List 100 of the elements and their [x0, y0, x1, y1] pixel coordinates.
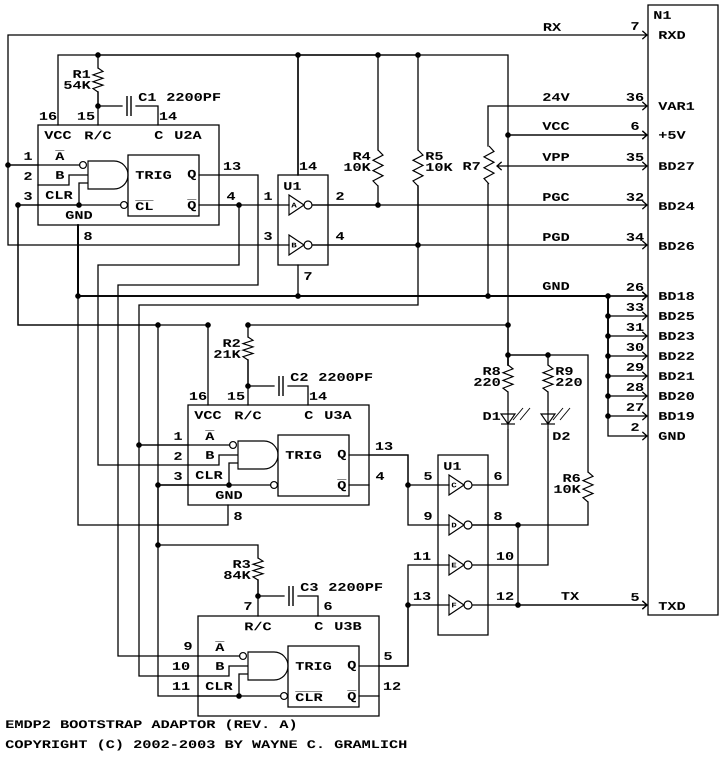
wire	[187, 454, 238, 466]
wire	[472, 524, 648, 610]
wire	[297, 595, 319, 617]
wire	[97, 91, 123, 107]
wire	[348, 484, 370, 486]
pin-number: 14	[310, 392, 327, 400]
pin-number: 14	[160, 112, 177, 120]
edge-label: VCC	[542, 122, 570, 130]
wire	[297, 54, 419, 176]
caption-text: COPYRIGHT (C) 2002-2003 BY WAYNE C. GRAMLICH	[6, 740, 406, 750]
pin-number: 6	[324, 602, 332, 610]
pin-number: 5	[631, 593, 639, 601]
pin-number: 10	[496, 552, 514, 560]
trigger-box: TRIG Q CLR Q	[287, 645, 360, 708]
and-gate-symbol	[247, 651, 289, 681]
wire	[247, 359, 275, 387]
pin-number: 5	[384, 652, 392, 660]
wire	[487, 101, 648, 147]
pin-number: 34	[626, 233, 644, 241]
caption-text: EMDP2 BOOTSTRAP ADAPTOR (REV. A)	[6, 720, 296, 730]
edge-label: TX	[561, 592, 580, 600]
wire	[287, 385, 309, 406]
pin-number: 3	[174, 472, 182, 480]
pin-number: 1	[174, 432, 182, 440]
pin-number: 9	[424, 512, 432, 520]
wire	[257, 579, 285, 597]
pin-number: 10	[172, 662, 190, 670]
wire	[198, 204, 220, 206]
wire	[358, 665, 380, 667]
pin-number: 13	[414, 592, 430, 600]
edge-label: 24V	[543, 93, 570, 101]
pin-number: 3	[24, 192, 32, 200]
wire	[198, 174, 220, 176]
edge-label: PGC	[543, 193, 570, 201]
wire	[378, 564, 450, 667]
pin-number: 8	[84, 232, 92, 240]
wire	[117, 174, 259, 657]
edge-label: PGD	[543, 233, 570, 241]
wire	[496, 161, 648, 171]
pin-number: 9	[184, 642, 192, 650]
edge-label: GND	[542, 282, 570, 290]
pin-number: 29	[626, 363, 644, 371]
pin-number: 28	[626, 383, 644, 391]
trigger-box: TRIG Q CL Q	[127, 154, 200, 217]
pin-number: 4	[376, 472, 384, 480]
wire	[187, 441, 237, 449]
wire	[348, 454, 370, 456]
wire	[37, 174, 88, 186]
pin-number: 2	[24, 172, 32, 180]
connector-box: N1 RXD VAR1 +5V BD27 BD24 BD26 BD18 BD25 BD23 BD22 BD21 BD20 BD19 GND TXD	[647, 4, 719, 616]
pin-number: 11	[414, 552, 430, 560]
wire	[138, 444, 199, 677]
wire	[312, 200, 648, 210]
pin-number: 16	[40, 112, 56, 120]
pin-number: 2	[336, 192, 344, 200]
pin-number: 6	[494, 472, 502, 480]
wire	[37, 201, 128, 209]
pin-number: 5	[424, 472, 432, 480]
pin-number: 26	[626, 283, 644, 291]
pin-number: 31	[626, 323, 644, 331]
and-gate-symbol	[87, 160, 129, 190]
pin-number: 16	[190, 392, 206, 400]
wire	[97, 204, 240, 466]
pin-number: 1	[264, 192, 272, 200]
wire	[472, 429, 549, 566]
pin-number: 30	[626, 343, 644, 351]
pin-number: 3	[264, 232, 272, 240]
pin-number: 7	[244, 602, 252, 610]
wire	[197, 665, 248, 677]
pin-number: 6	[631, 122, 639, 130]
pin-number: 2	[631, 423, 639, 431]
pin-number: 7	[631, 22, 639, 30]
pin-number: 2	[174, 452, 182, 460]
wire	[135, 105, 159, 126]
pin-number: 8	[494, 512, 502, 520]
pin-number: 33	[626, 303, 644, 311]
wire	[358, 695, 380, 697]
pin-number: 14	[300, 162, 317, 170]
pin-number: 4	[226, 192, 236, 200]
pin-number: 15	[78, 112, 94, 120]
pin-number: 15	[228, 392, 244, 400]
pin-number: 27	[626, 403, 644, 411]
wire	[368, 454, 450, 526]
pin-number: 4	[336, 232, 344, 240]
wire	[7, 164, 290, 246]
pin-number: 12	[384, 682, 400, 690]
trigger-box: TRIG Q Q	[277, 434, 350, 497]
pin-number: 12	[496, 592, 514, 600]
and-gate-symbol	[237, 440, 279, 470]
pin-number: 11	[172, 682, 190, 690]
wire	[197, 692, 288, 700]
pin-number: 36	[626, 93, 644, 101]
pin-number: 13	[376, 442, 392, 450]
edge-label: RX	[544, 23, 562, 31]
wire	[487, 183, 648, 301]
wire	[472, 429, 509, 486]
wire	[507, 391, 509, 411]
wire	[507, 354, 589, 473]
wire	[197, 652, 247, 660]
pin-number: 1	[24, 152, 32, 160]
